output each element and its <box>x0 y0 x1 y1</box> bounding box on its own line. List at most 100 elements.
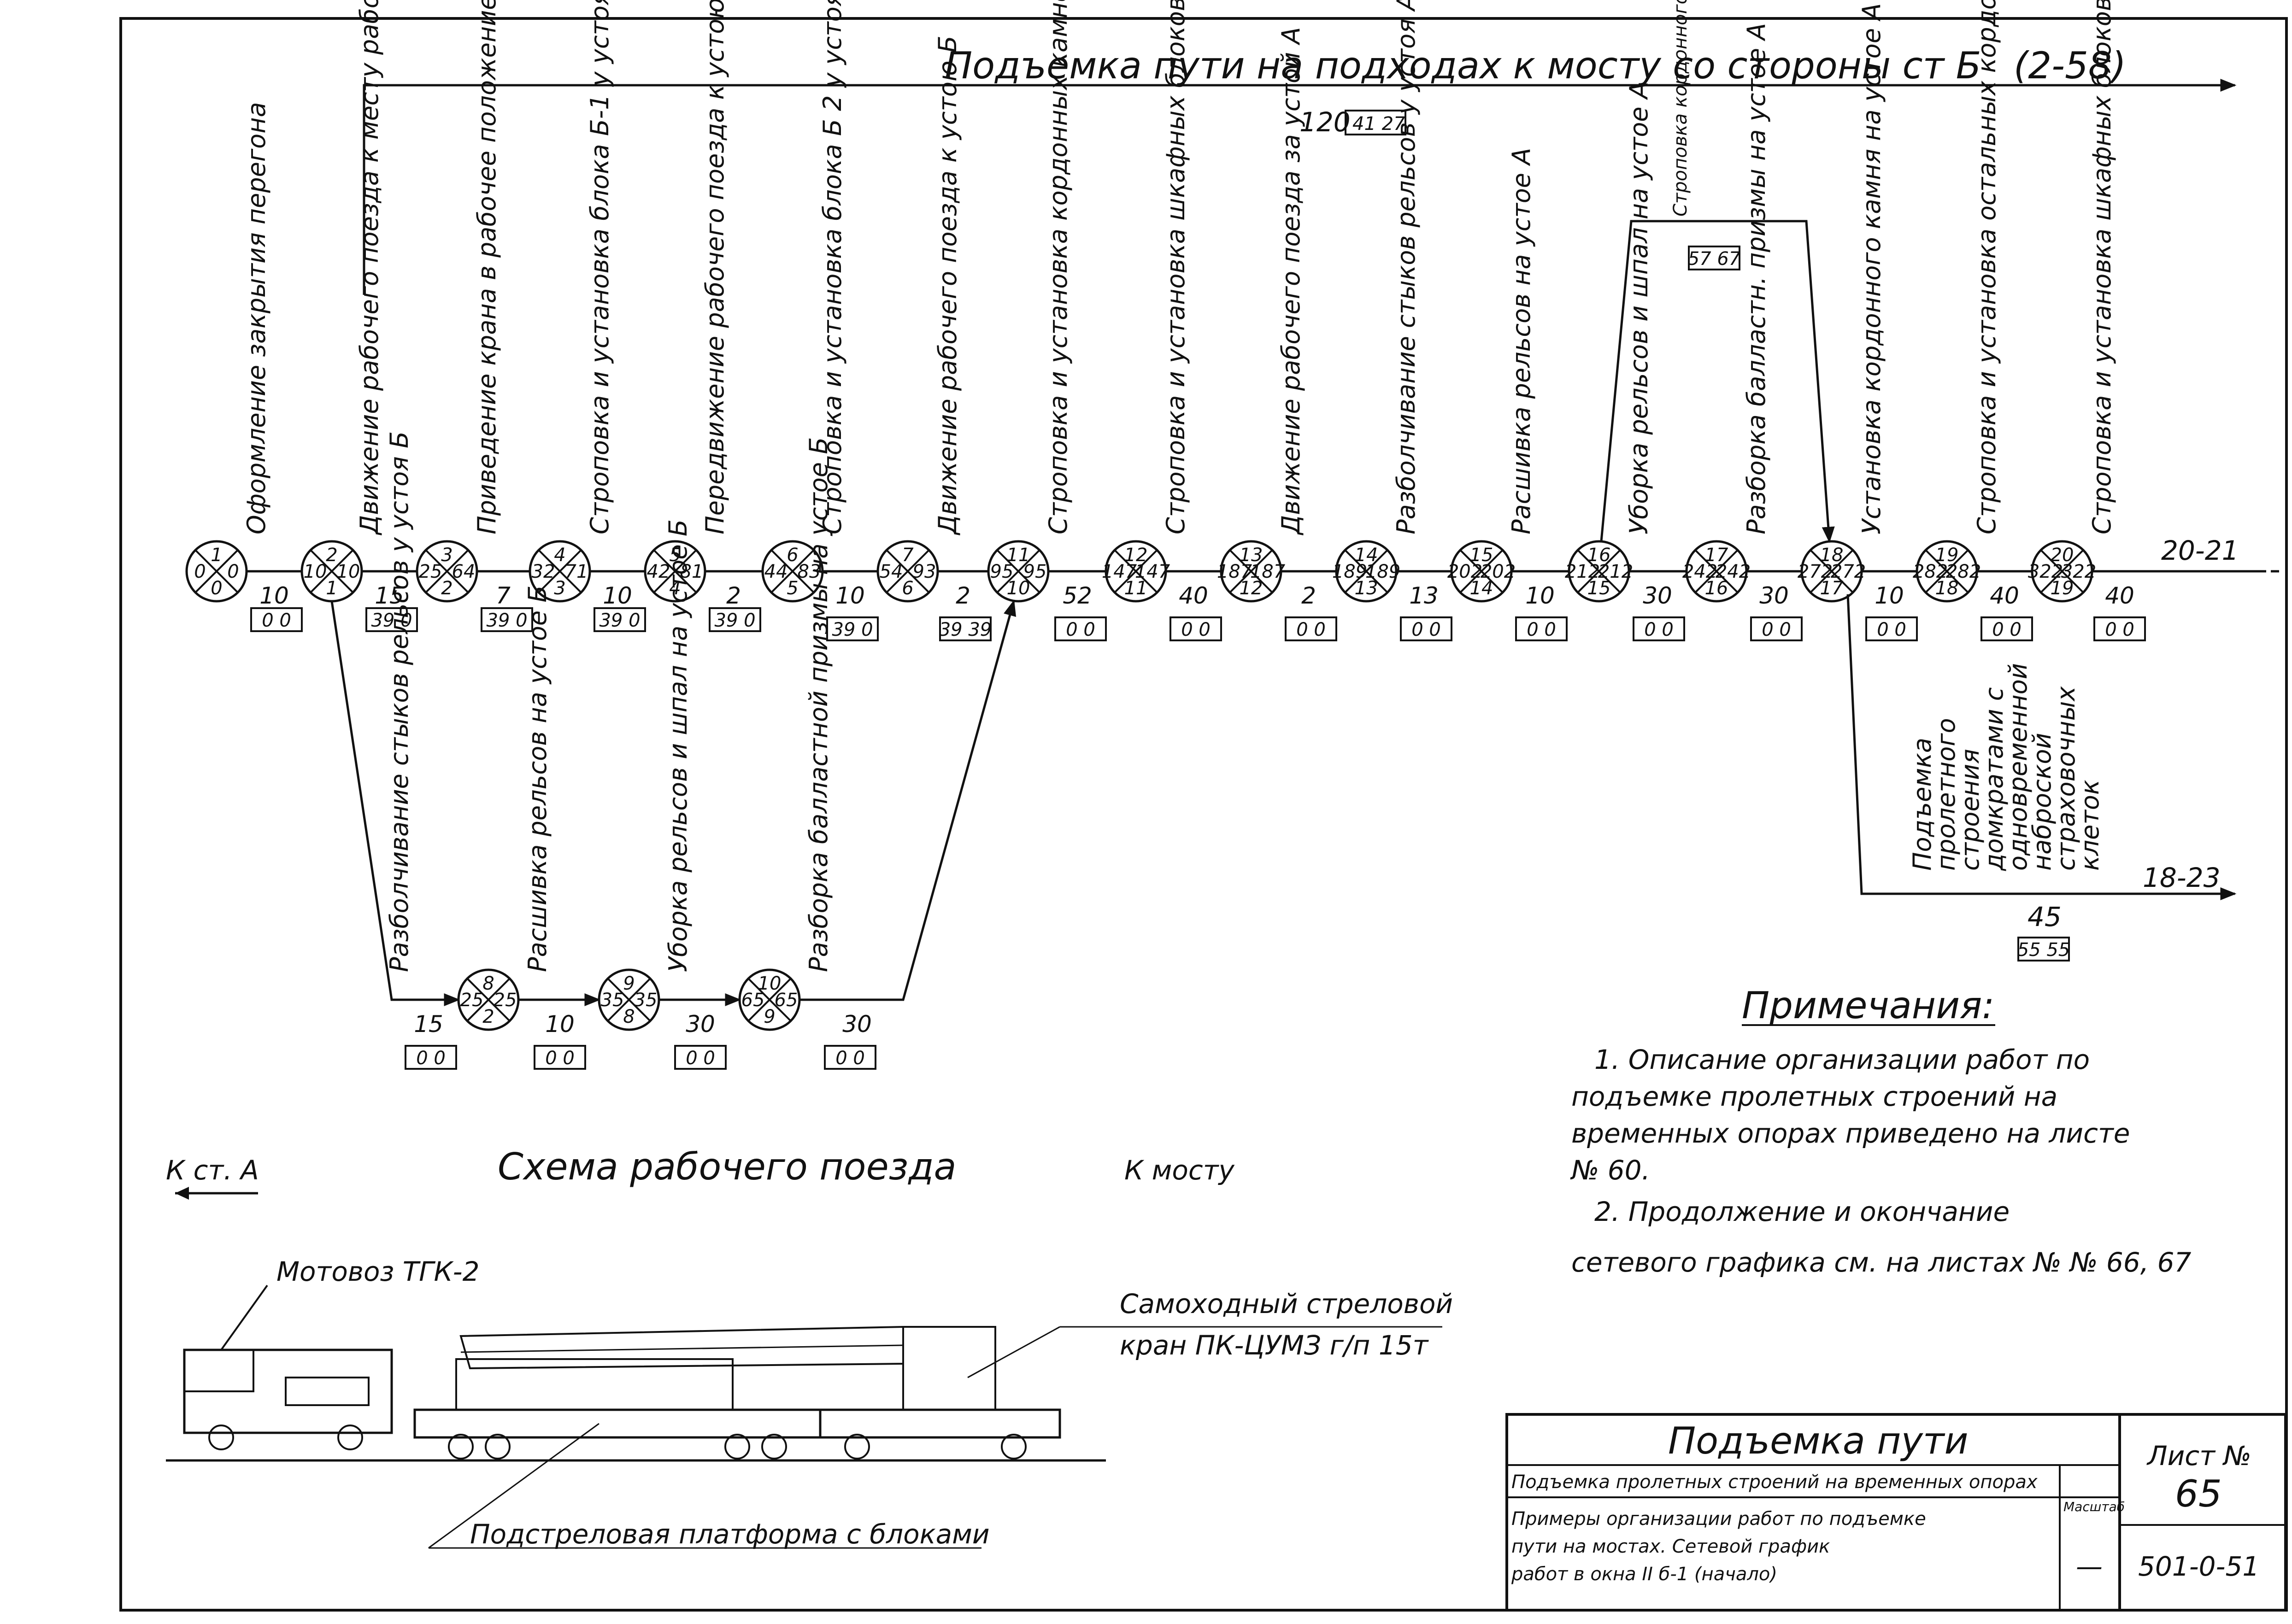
top-path: Подъемка пути на подходах к мосту со сто… <box>363 44 2237 295</box>
train-scheme: Схема рабочего поезда К ст. А К мосту Мо… <box>166 1145 1453 1550</box>
svg-text:0 0: 0 0 <box>545 1048 575 1069</box>
svg-text:0 0: 0 0 <box>1527 619 1556 640</box>
notes: Примечания: 1. Описание организации рабо… <box>1570 984 2191 1278</box>
svg-text:4: 4 <box>669 578 681 599</box>
svg-text:13: 13 <box>1355 578 1378 599</box>
activity-label: Разборка балластной призмы на устое Б <box>804 437 833 972</box>
activity-label: Строповка и установка шкафных блоков на … <box>1161 0 1190 534</box>
svg-text:3: 3 <box>554 578 565 599</box>
svg-text:30: 30 <box>1643 582 1672 609</box>
activity-label: Уборка рельсов и шпал на устое Б <box>664 519 693 972</box>
svg-text:272: 272 <box>1798 561 1833 582</box>
main-box-values: 0 0 39 0 39 0 39 0 39 0 39 0 39 39 0 0 0… <box>262 610 2134 640</box>
top-path-label: Подъемка пути на подходах к мосту со сто… <box>945 44 1981 87</box>
svg-text:212: 212 <box>1565 561 1600 582</box>
svg-text:15: 15 <box>1587 578 1611 599</box>
svg-text:322: 322 <box>2028 561 2063 582</box>
svg-text:93: 93 <box>913 561 936 582</box>
svg-text:8: 8 <box>482 973 494 994</box>
lower-path: 8 25 25 2 9 35 35 8 10 65 65 9 Разболчив… <box>330 431 1017 1070</box>
svg-text:0 0: 0 0 <box>262 610 291 631</box>
main-boxes <box>250 607 2146 641</box>
svg-text:2: 2 <box>441 578 453 599</box>
activity-label: Разборка балластн. призмы на устое А <box>1742 23 1771 534</box>
svg-text:6: 6 <box>787 545 798 566</box>
svg-text:0 0: 0 0 <box>1992 619 2022 640</box>
branch-duration: 45 <box>2028 901 2062 932</box>
svg-text:19: 19 <box>1935 545 1959 566</box>
svg-text:14: 14 <box>1355 545 1378 566</box>
svg-text:52: 52 <box>1063 582 1092 609</box>
svg-text:282: 282 <box>1946 561 1981 582</box>
activity-label: Движение рабочего поезда за устой А <box>1276 27 1305 535</box>
svg-text:11: 11 <box>1124 578 1148 599</box>
svg-text:272: 272 <box>1831 561 1866 582</box>
activity-label: Уборка рельсов и шпал на устое А <box>1624 82 1653 534</box>
svg-text:10: 10 <box>259 582 289 609</box>
svg-text:2: 2 <box>956 582 970 609</box>
svg-text:10: 10 <box>1525 582 1555 609</box>
activity-label: Расшивка рельсов на устое Б <box>523 586 552 972</box>
svg-text:39 39: 39 39 <box>939 619 992 640</box>
svg-text:25: 25 <box>460 990 484 1011</box>
event-node: 13 187 187 12 <box>1217 540 1286 603</box>
svg-text:0 0: 0 0 <box>1644 619 1674 640</box>
svg-text:40: 40 <box>1179 582 1208 609</box>
top-path-box: 41 27 <box>1352 113 1405 135</box>
svg-text:147: 147 <box>1102 561 1137 582</box>
svg-text:13: 13 <box>1240 545 1263 566</box>
svg-text:187: 187 <box>1217 561 1252 582</box>
svg-text:4: 4 <box>554 545 565 566</box>
scheme-title: Схема рабочего поезда <box>498 1145 957 1188</box>
svg-text:7: 7 <box>902 545 914 566</box>
svg-text:10: 10 <box>1875 582 1904 609</box>
branch-path: Подъемкапролетногостроения домкратами со… <box>1846 594 2237 962</box>
svg-text:9: 9 <box>764 1006 775 1027</box>
loop-label: Строповка кордонного камня <box>1670 0 1691 217</box>
loop-box: 57 67 <box>1688 248 1741 270</box>
svg-text:17: 17 <box>1705 545 1728 566</box>
svg-text:18: 18 <box>1820 545 1844 566</box>
activity-label: Строповка и установка остальных кордонны… <box>1972 0 2001 534</box>
svg-text:2: 2 <box>1301 582 1316 609</box>
activity-label: Строповка и установка блока Б 2 у устоя … <box>818 0 847 534</box>
svg-text:14: 14 <box>1470 578 1493 599</box>
svg-text:10: 10 <box>603 582 632 609</box>
svg-text:15: 15 <box>414 1011 443 1038</box>
drawing-code: 501-0-51 <box>2138 1551 2259 1582</box>
branch-label: Подъемкапролетногостроения домкратами со… <box>1908 663 2104 871</box>
top-path-duration: 120 <box>1299 106 1351 138</box>
svg-text:0: 0 <box>211 578 222 599</box>
branch-box: 55 55 <box>2017 939 2070 961</box>
event-node: 4 32 71 3 <box>529 540 591 603</box>
event-node: 17 242 242 16 <box>1682 540 1751 603</box>
event-node: 7 54 93 6 <box>876 540 939 603</box>
event-node: 2 10 10 1 <box>300 540 363 603</box>
event-node: 11 95 95 10 <box>987 540 1050 603</box>
top-path-code: (2-58) <box>2014 44 2126 87</box>
loop-path: Строповка кордонного камня 57 67 <box>1600 0 1835 543</box>
svg-text:1: 1 <box>211 545 222 566</box>
event-node: 1 0 0 0 <box>185 540 248 603</box>
svg-text:39 0: 39 0 <box>832 619 873 640</box>
note-1: 1. Описание организации работ по подъемк… <box>1570 1044 2139 1186</box>
svg-text:30: 30 <box>1759 582 1789 609</box>
title-block-subtitle: Подъемка пролетных строений на временных… <box>1511 1472 2038 1493</box>
svg-text:25: 25 <box>419 561 442 582</box>
svg-text:83: 83 <box>798 561 821 582</box>
svg-text:0 0: 0 0 <box>1877 619 1906 640</box>
activity-label: Передвижение рабочего поезда к устою А <box>700 0 729 534</box>
svg-text:0 0: 0 0 <box>1066 619 1095 640</box>
svg-text:15: 15 <box>375 582 404 609</box>
svg-text:8: 8 <box>623 1006 635 1027</box>
sheet-label: Лист № <box>2146 1440 2251 1472</box>
svg-text:7: 7 <box>496 582 511 609</box>
svg-text:95: 95 <box>990 561 1014 582</box>
svg-text:242: 242 <box>1682 561 1717 582</box>
event-node: 14 189 189 13 <box>1332 540 1400 603</box>
sheet-frame <box>119 17 2288 1612</box>
event-node: 10 65 65 9 <box>738 968 801 1031</box>
svg-text:187: 187 <box>1250 561 1286 582</box>
event-node: 20 322 322 19 <box>2028 540 2096 603</box>
svg-text:0 0: 0 0 <box>416 1048 446 1069</box>
